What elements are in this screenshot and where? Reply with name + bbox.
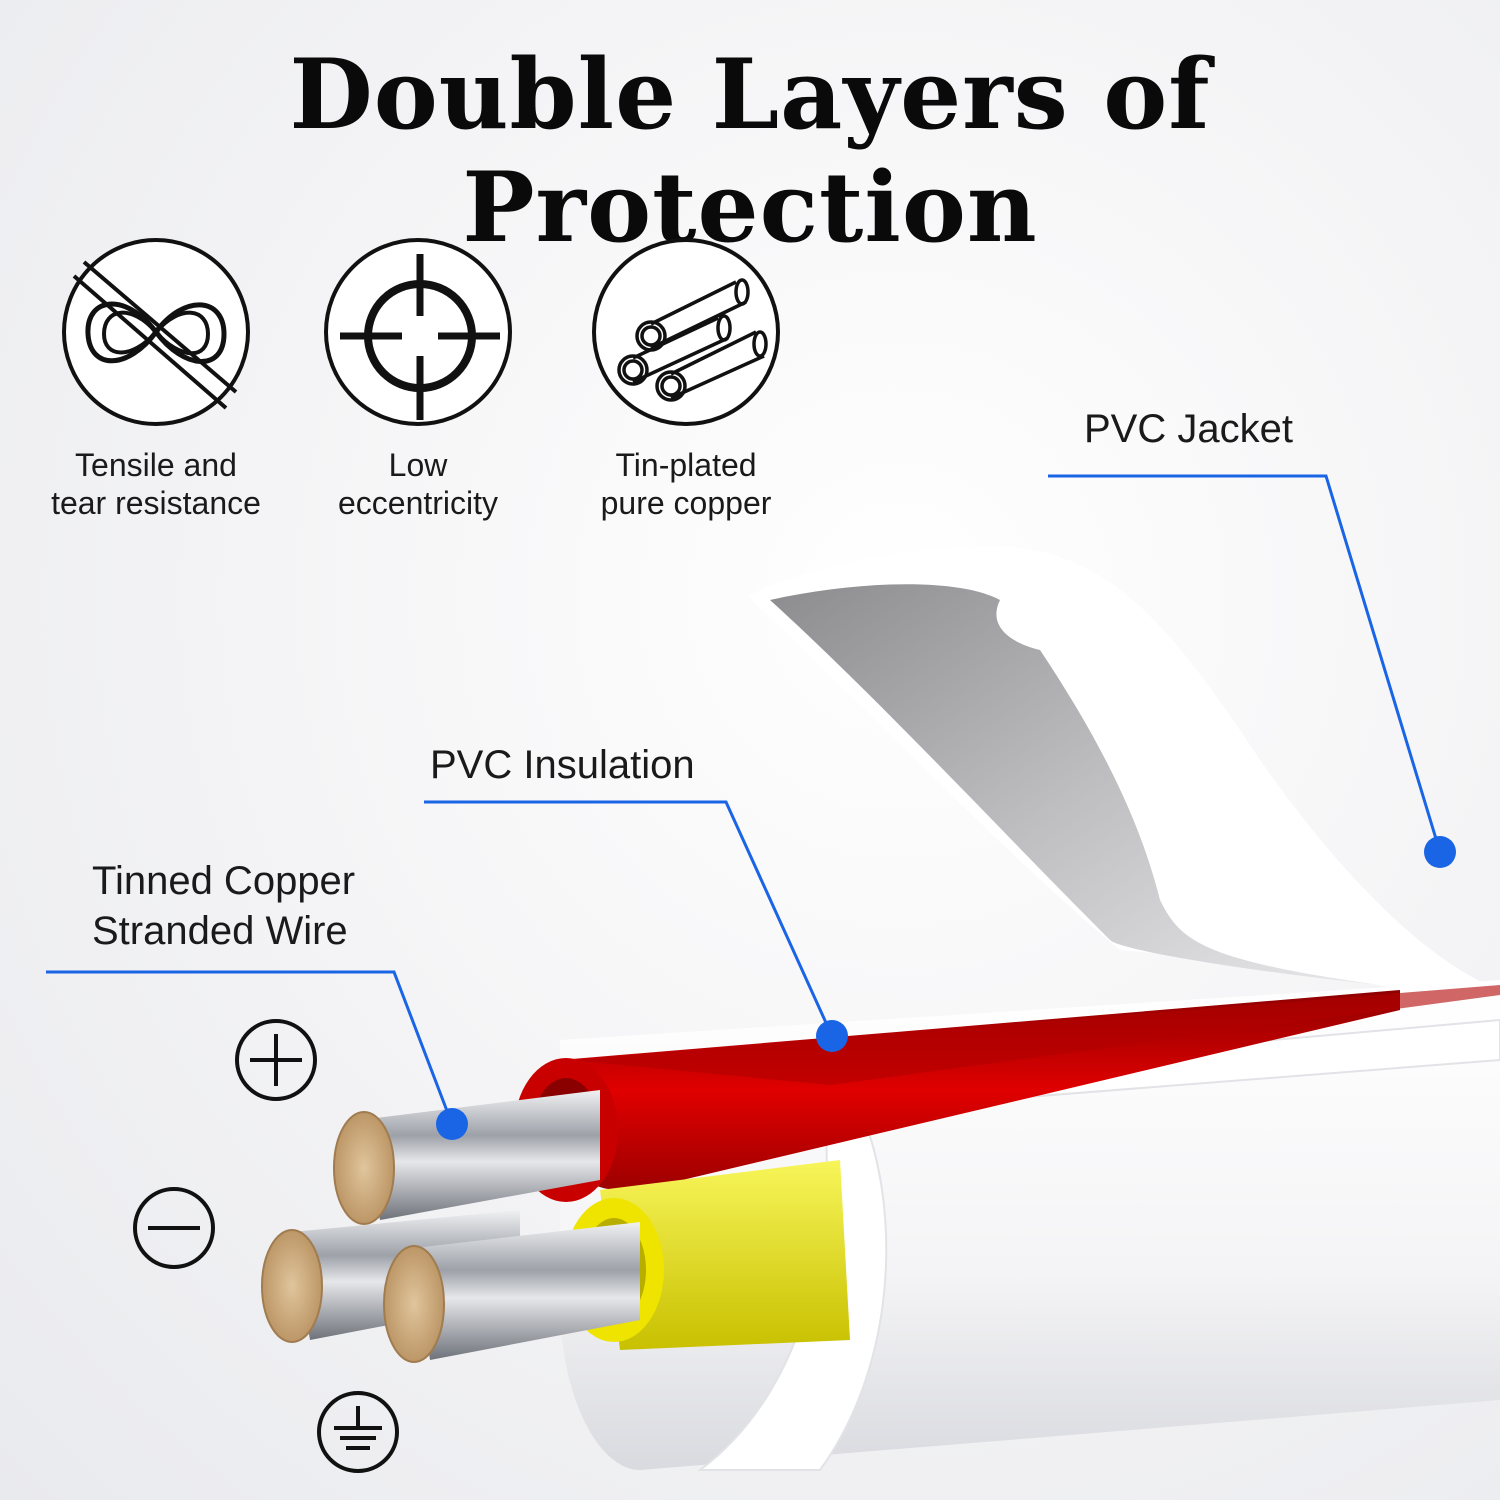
feature-copper: Tin-plated pure copper	[556, 238, 816, 522]
jacket-flap-inner	[770, 584, 1380, 985]
plus-symbol-icon	[235, 1019, 317, 1101]
insulation-label: PVC Insulation	[430, 743, 695, 787]
strand-ground	[383, 1222, 640, 1363]
insulation-callout-dot	[816, 1020, 848, 1052]
red-insulation	[544, 990, 1400, 1191]
feature-caption-line1: Tensile and	[75, 447, 237, 483]
strand-live	[333, 1090, 600, 1225]
insulation-callout-line	[424, 800, 834, 1037]
wire-label-line1: Tinned Copper	[92, 859, 356, 903]
wire-callout-line	[46, 970, 454, 1125]
wire-label: Tinned Copper Stranded Wire	[92, 856, 355, 956]
crosshair-icon	[324, 238, 512, 426]
wire-label-line2: Stranded Wire	[92, 909, 348, 953]
jacket-callout-line	[1048, 474, 1442, 853]
feature-tensile: Tensile and tear resistance	[26, 238, 286, 522]
infinity-knot-icon	[62, 238, 250, 426]
yellow-insulation	[600, 1160, 850, 1350]
feature-caption-line2: tear resistance	[51, 485, 261, 521]
feature-caption-line2: eccentricity	[337, 485, 499, 521]
jacket-callout-dot	[1424, 836, 1456, 868]
page-title: Double Layers of Protection	[289, 38, 1211, 264]
ground-symbol-icon	[317, 1391, 399, 1473]
copper-strands-icon	[592, 238, 780, 426]
jacket-label: PVC Jacket	[1084, 407, 1293, 451]
feature-caption-line2: pure copper	[600, 485, 772, 521]
wire-callout-dot	[436, 1108, 468, 1140]
feature-caption-line1: Tin-plated	[615, 447, 757, 483]
feature-caption-line1: Low	[388, 447, 448, 483]
feature-eccentricity: Low eccentricity	[288, 238, 548, 522]
minus-symbol-icon	[133, 1187, 215, 1269]
